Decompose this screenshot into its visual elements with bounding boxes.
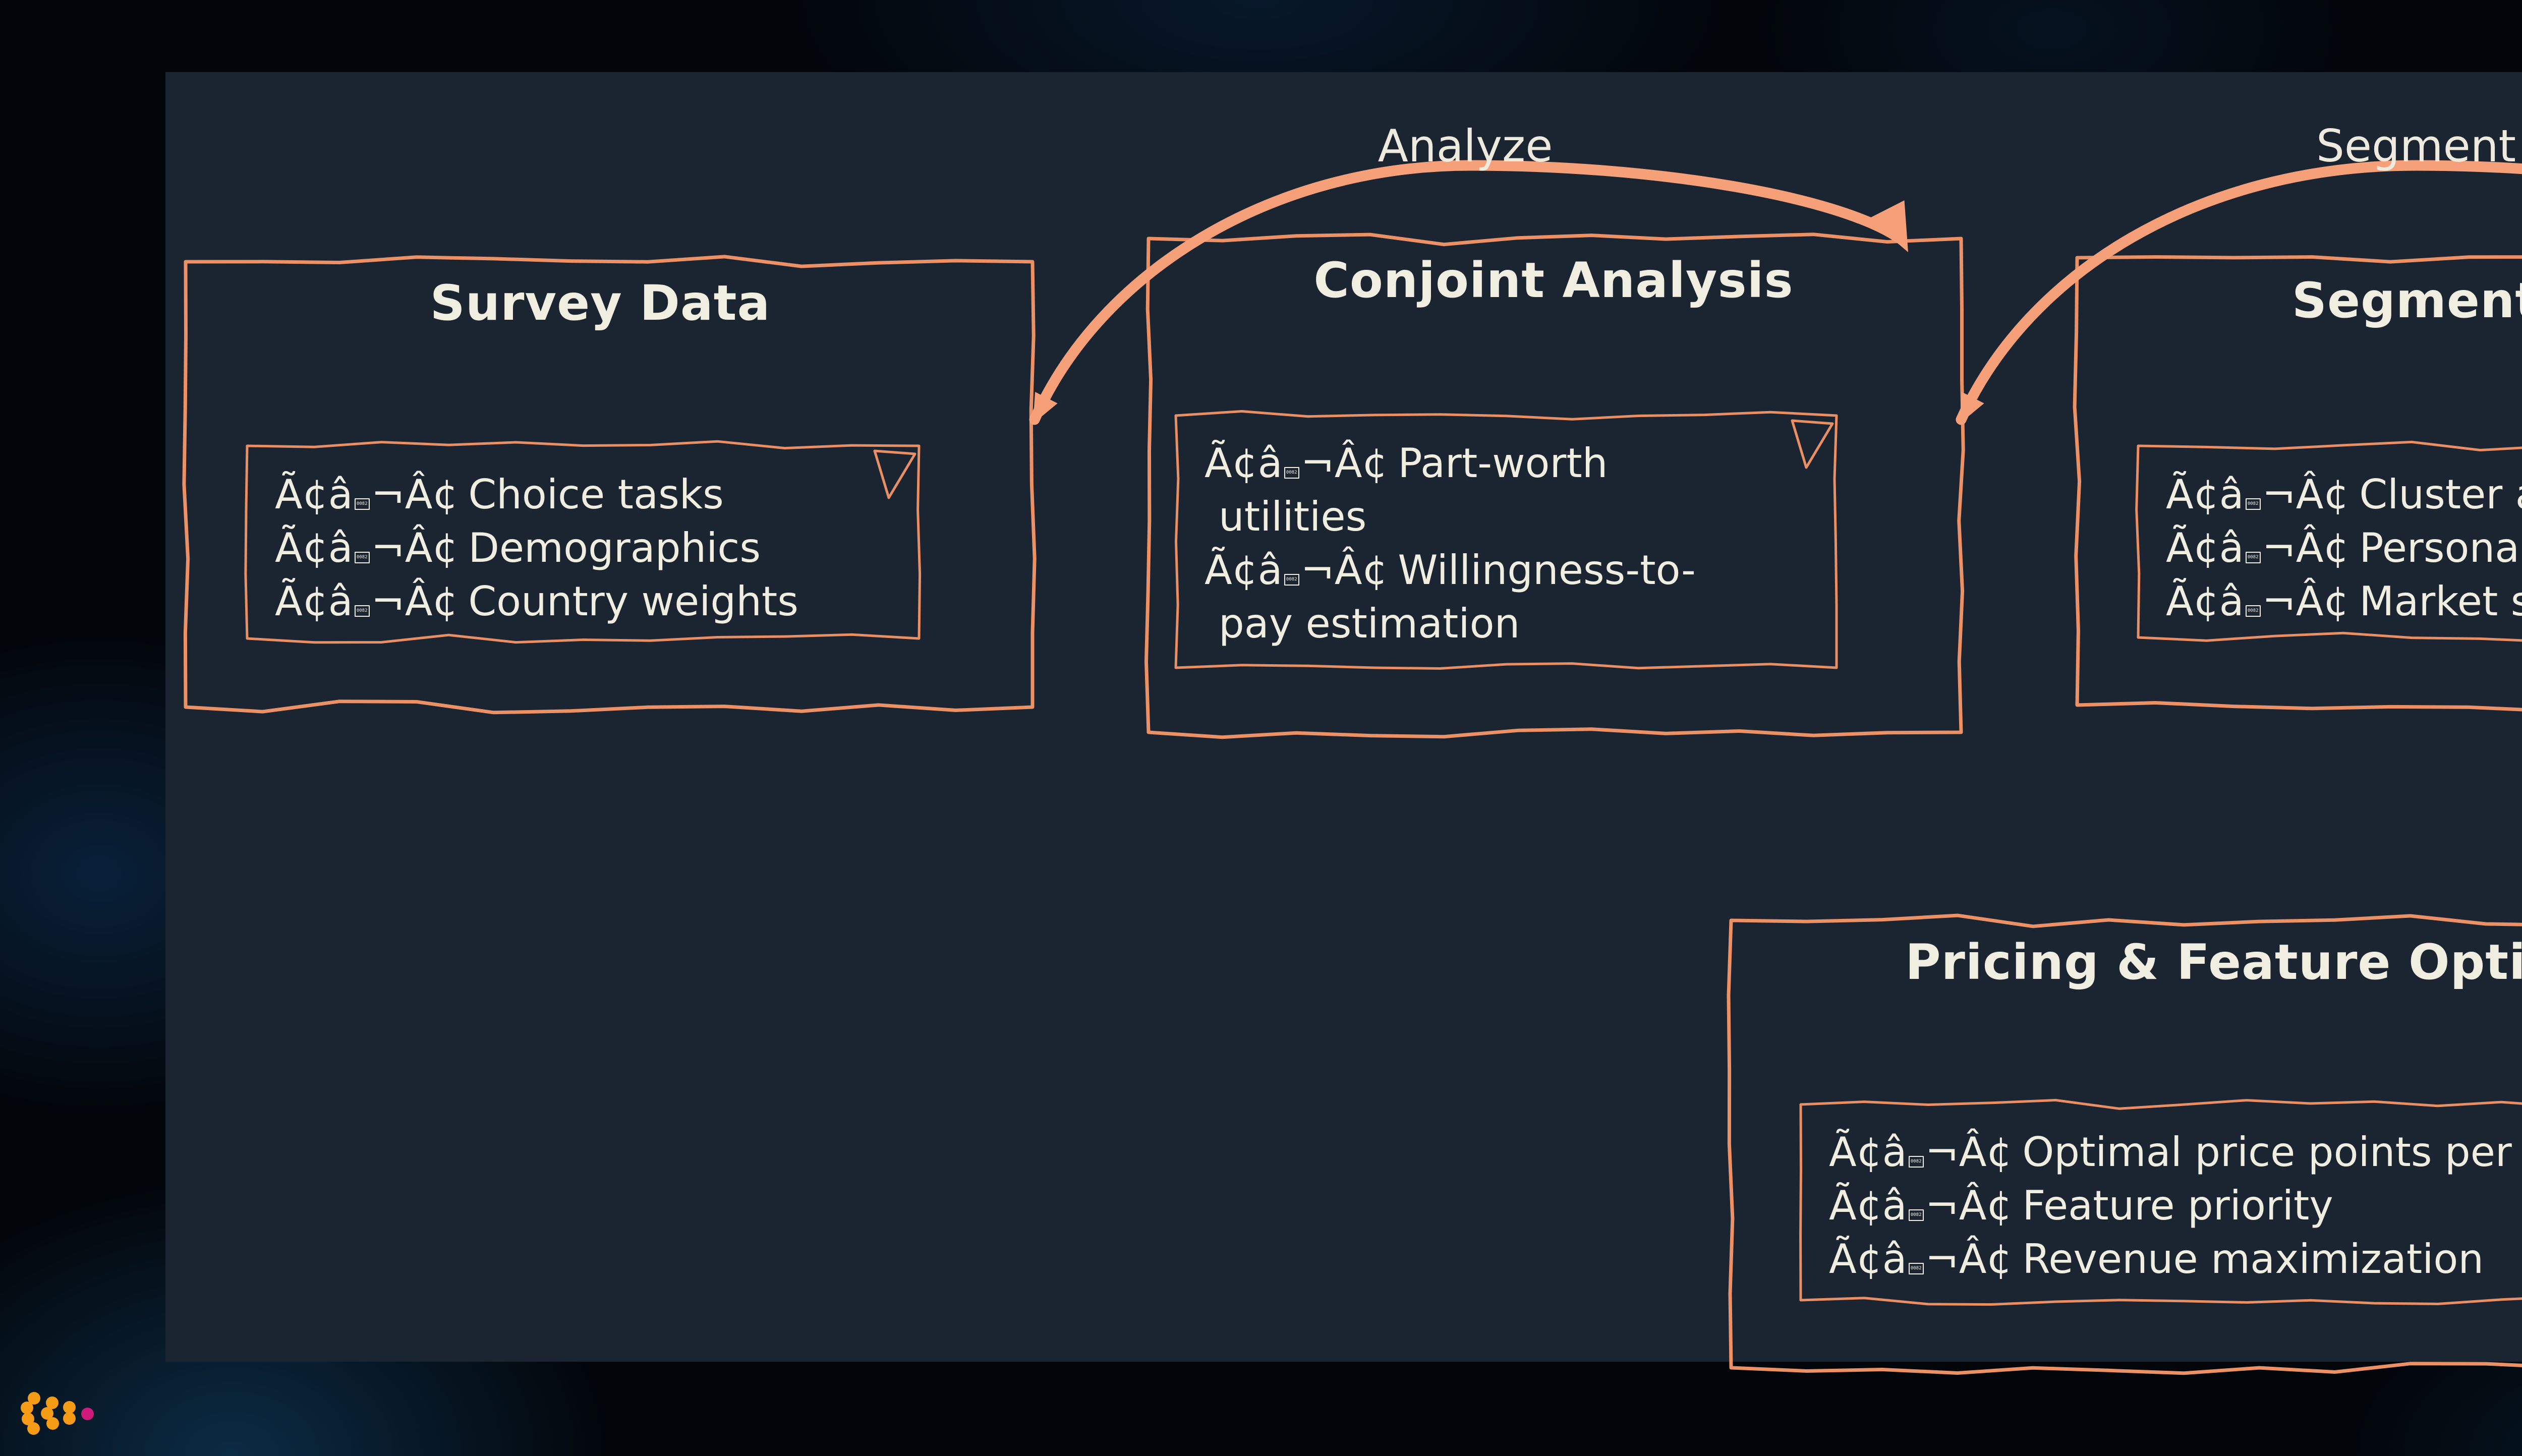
missing-glyph-box: 0082	[354, 498, 370, 510]
note-line: pay estimation	[1205, 597, 1815, 651]
note-dogear-conjoint	[1791, 419, 1834, 469]
missing-glyph-box: 0082	[2245, 498, 2261, 510]
missing-glyph-box: 0082	[1284, 467, 1299, 479]
edge-analyze-arrowhead	[1868, 200, 1908, 252]
missing-glyph-box: 0082	[1284, 574, 1299, 586]
node-box-pricing	[1727, 913, 2522, 1375]
logo-dot-orange	[63, 1412, 76, 1425]
note-line-text: Revenue maximization	[2022, 1236, 2484, 1283]
note-line-text: utilities	[1219, 493, 1367, 540]
note-box-conjoint	[1174, 410, 1838, 670]
note-line-text: Country weights	[468, 578, 798, 625]
node-title-segmentation: Segmentation	[2291, 272, 2522, 329]
node-title-pricing: Pricing & Feature Optimization	[1905, 934, 2522, 991]
node-title-survey: Survey Data	[430, 275, 771, 331]
missing-glyph-box: 0082	[2245, 552, 2261, 563]
missing-glyph-box: 0082	[354, 605, 370, 617]
note-line: utilities	[1205, 490, 1815, 544]
note-box-survey	[244, 440, 922, 644]
note-line-text: Persona creation	[2359, 525, 2522, 571]
note-dogear-survey	[873, 449, 916, 499]
edge-analyze-arrow	[1029, 160, 1903, 425]
edge-label-analyze: Analyze	[1378, 120, 1553, 172]
missing-glyph-box: 0082	[1908, 1263, 1924, 1274]
logo-dot-orange	[27, 1422, 40, 1435]
node-box-conjoint	[1144, 232, 1965, 739]
note-box-pricing	[1799, 1098, 2522, 1306]
note-line-text: pay estimation	[1219, 600, 1520, 647]
logo-dot-orange	[21, 1402, 33, 1414]
node-box-segmentation	[2073, 255, 2522, 712]
note-line-text: Market simulator	[2359, 578, 2522, 625]
missing-glyph-box: 0082	[1908, 1209, 1924, 1221]
note-line-text: Willingness-to-	[1398, 547, 1696, 594]
logo-dot-magenta	[81, 1408, 94, 1420]
node-box-survey	[182, 255, 1037, 715]
edge-label-segment: Segment	[2316, 120, 2516, 172]
note-line-text: Cluster analysis	[2359, 471, 2522, 518]
note-line-text: Optimal price points per market	[2022, 1129, 2522, 1176]
diagram-panel	[165, 72, 2522, 1362]
logo-dot-orange	[46, 1417, 59, 1430]
node-title-conjoint: Conjoint Analysis	[1313, 252, 1794, 309]
note-box-segmentation	[2135, 440, 2522, 642]
note-line-text: Part-worth	[1398, 440, 1608, 487]
missing-glyph-box: 0082	[1908, 1156, 1924, 1168]
edge-analyze-startbarb	[1033, 392, 1058, 424]
note-line-text: Demographics	[468, 525, 761, 571]
note-line-text: Feature priority	[2022, 1182, 2333, 1229]
edge-segment-startbarb	[1960, 392, 1984, 424]
edge-segment-arrow	[1956, 160, 2522, 425]
logo-dot-orange	[63, 1401, 76, 1414]
note-line-text: Choice tasks	[468, 471, 724, 518]
missing-glyph-box: 0082	[354, 552, 370, 563]
missing-glyph-box: 0082	[2245, 605, 2261, 617]
logo-dot-orange	[46, 1396, 59, 1409]
